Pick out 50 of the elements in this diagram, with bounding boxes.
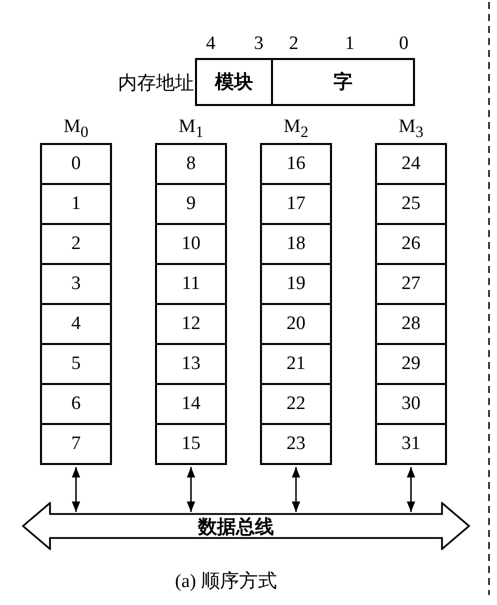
module-label: M$_{0}$	[62, 116, 90, 142]
arrow	[406, 467, 416, 512]
memory-word-cell: 4	[40, 303, 112, 345]
bit-number: 0	[399, 33, 408, 55]
memory-word-cell: 7	[40, 423, 112, 465]
module-label: M$_{1}$	[178, 116, 204, 142]
module-label: M$_{2}$	[282, 116, 310, 142]
memory-word-cell: 20	[260, 303, 332, 345]
memory-word-cell: 24	[375, 143, 447, 185]
memory-word-cell: 26	[375, 223, 447, 265]
address-field: 模块	[195, 58, 273, 106]
memory-word-cell: 28	[375, 303, 447, 345]
bit-number: 1	[345, 33, 354, 55]
memory-word-cell: 1	[40, 183, 112, 225]
memory-word-cell: 5	[40, 343, 112, 385]
arrow	[292, 467, 300, 512]
memory-word-cell: 15	[155, 423, 227, 465]
caption: (a) 顺序方式	[175, 570, 277, 594]
memory-word-cell: 0	[40, 143, 112, 185]
memory-word-cell: 25	[375, 183, 447, 225]
memory-word-cell: 12	[155, 303, 227, 345]
memory-word-cell: 17	[260, 183, 332, 225]
memory-word-cell: 18	[260, 223, 332, 265]
memory-word-cell: 2	[40, 223, 112, 265]
bit-number: 2	[289, 33, 298, 55]
memory-word-cell: 6	[40, 383, 112, 425]
memory-word-cell: 3	[40, 263, 112, 305]
memory-word-cell: 8	[155, 143, 227, 185]
memory-word-cell: 22	[260, 383, 332, 425]
arrow	[186, 467, 196, 512]
memory-word-cell: 14	[155, 383, 227, 425]
memory-word-cell: 10	[155, 223, 227, 265]
bus-label: 数据总线	[198, 516, 274, 540]
memory-word-cell: 29	[375, 343, 447, 385]
memory-word-cell: 19	[260, 263, 332, 305]
bit-number: 3	[254, 33, 264, 55]
memory-word-cell: 21	[260, 343, 332, 385]
memory-word-cell: 16	[260, 143, 332, 185]
memory-word-cell: 13	[155, 343, 227, 385]
arrow	[72, 467, 80, 512]
memory-word-cell: 31	[375, 423, 447, 465]
memory-word-cell: 11	[155, 263, 227, 305]
memory-word-cell: 23	[260, 423, 332, 465]
memory-word-cell: 27	[375, 263, 447, 305]
module-label: M$_{3}$	[398, 116, 424, 142]
memory-word-cell: 30	[375, 383, 447, 425]
address-label: 内存地址	[118, 72, 194, 96]
address-field: 字	[271, 58, 415, 106]
memory-word-cell: 9	[155, 183, 227, 225]
bit-number: 4	[206, 33, 216, 55]
